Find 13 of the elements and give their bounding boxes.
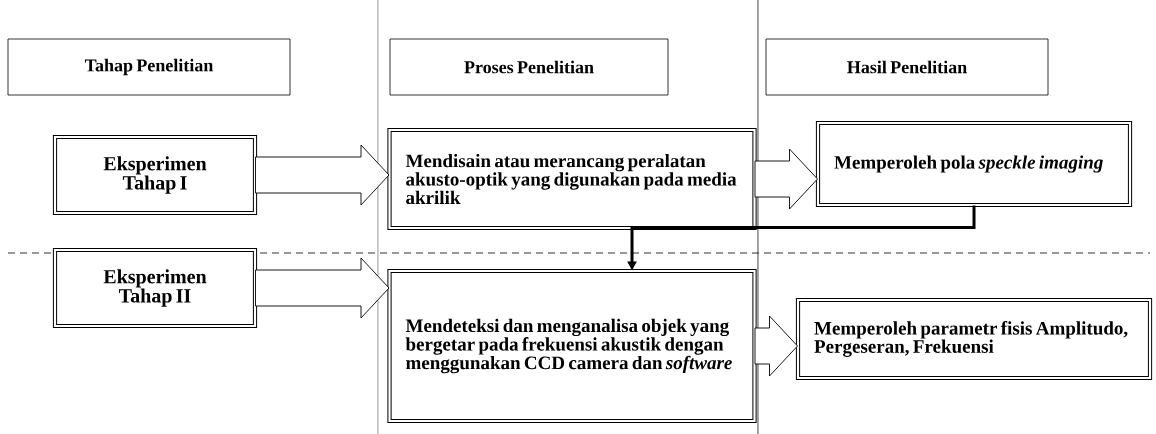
header-box: Hasil Penelitian bbox=[765, 38, 1049, 96]
process-box: Mendeteksi dan menganalisa objek yang bergetar pada frekuensi akustik dengan menggunakan CCD camera dan software bbox=[387, 268, 757, 424]
stage-box: Eksperimen Tahap I bbox=[52, 134, 258, 216]
result-box: Memperoleh parametr fisis Amplitudo, Pergeseran, Frekuensi bbox=[795, 297, 1153, 381]
block-arrow bbox=[255, 257, 390, 319]
block-arrow bbox=[754, 315, 798, 377]
block-arrow bbox=[754, 148, 818, 210]
process-box: Mendisain atau merancang peralatan akusto-optik yang digunakan pada media akrilik bbox=[387, 127, 757, 231]
block-arrow bbox=[255, 144, 390, 206]
result-box: Memperoleh pola speckle imaging bbox=[815, 120, 1133, 208]
header-box: Proses Penelitian bbox=[389, 38, 669, 96]
stage-box: Eksperimen Tahap II bbox=[52, 247, 258, 329]
header-box: Tahap Penelitian bbox=[7, 38, 291, 96]
